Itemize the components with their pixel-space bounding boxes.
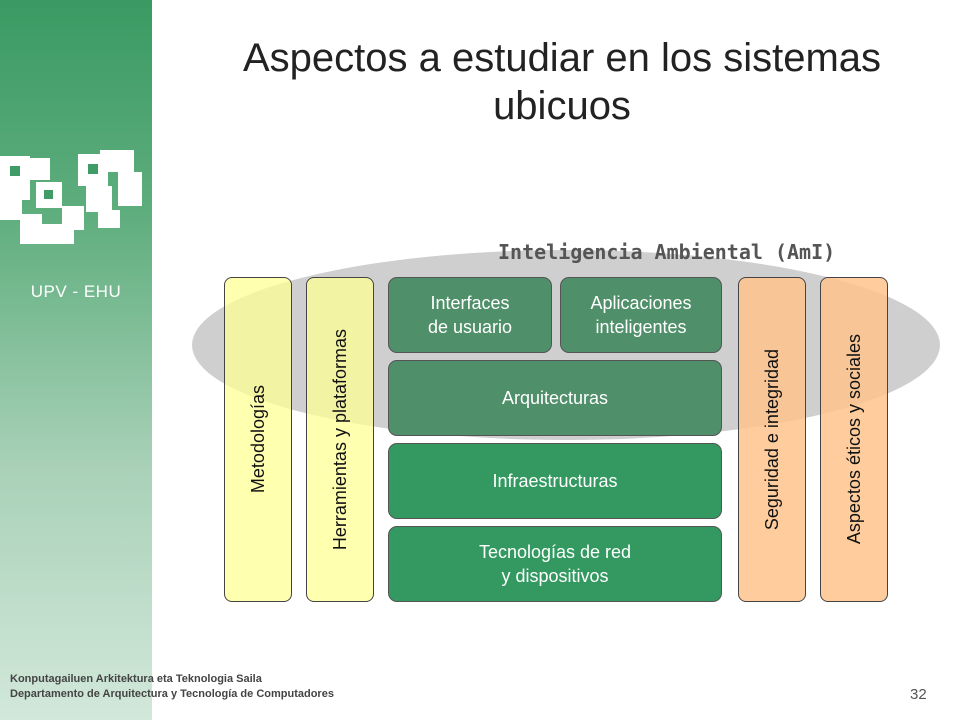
box-tecnologias: Tecnologías de red y dispositivos	[388, 526, 722, 602]
upv-ehu-logo-icon	[0, 150, 142, 244]
column-metodologias-label: Metodologías	[247, 385, 268, 494]
sidebar: UPV - EHU	[0, 0, 152, 720]
footer: Konputagailuen Arkitektura eta Teknologi…	[10, 672, 334, 702]
column-seguridad: Seguridad e integridad	[738, 277, 806, 602]
column-seguridad-label: Seguridad e integridad	[761, 348, 782, 531]
box-infraestructuras: Infraestructuras	[388, 443, 722, 519]
footer-line-1: Konputagailuen Arkitektura eta Teknologi…	[10, 673, 262, 685]
column-eticos-label: Aspectos éticos y sociales	[843, 334, 864, 545]
box-aplicaciones: Aplicaciones inteligentes	[560, 277, 722, 353]
page-number: 32	[910, 686, 927, 703]
box-interfaces: Interfaces de usuario	[388, 277, 552, 353]
column-herramientas-label: Herramientas y plataformas	[329, 328, 350, 551]
slide-title: Aspectos a estudiar en los sistemas ubic…	[242, 36, 882, 128]
column-herramientas: Herramientas y plataformas	[306, 277, 374, 602]
footer-line-2: Departamento de Arquitectura y Tecnologí…	[10, 688, 334, 700]
column-eticos: Aspectos éticos y sociales	[820, 277, 888, 602]
column-metodologias: Metodologías	[224, 277, 292, 602]
box-arquitecturas: Arquitecturas	[388, 360, 722, 436]
ami-label: Inteligencia Ambiental (AmI)	[498, 240, 836, 264]
logo-caption: UPV - EHU	[30, 282, 122, 301]
